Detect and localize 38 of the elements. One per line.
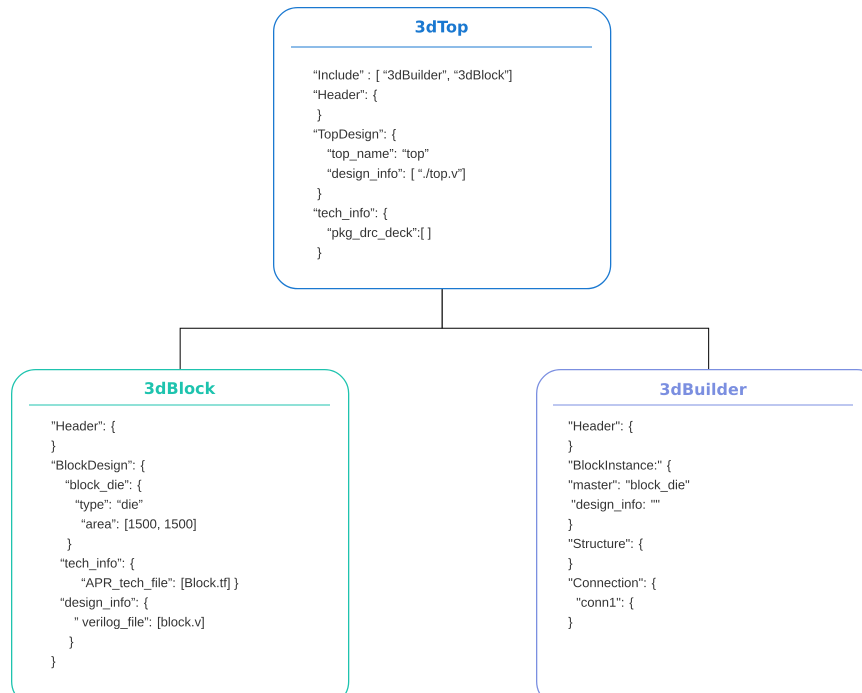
code-line: “tech_info”: { [314,208,388,220]
code-line: "master": "block_die" [568,480,690,492]
code-line: "Connection": { [568,578,656,590]
code-line: “design_info”: [ “./top.v”] [328,168,465,181]
code-line: } [317,247,322,260]
code-line: } [69,636,74,649]
code-line: “tech_info”: { [60,558,134,570]
code-line: “top_name”: “top” [328,148,428,161]
code-line: ”Header”: { [52,420,116,434]
code-line: “pkg_drc_deck”:[ ] [328,228,430,240]
code-line: “area”: [1500, 1500] [82,518,196,532]
code-line: } [317,109,322,122]
card-title: 3dTop [416,20,468,36]
code-line: “Header”: { [314,90,378,102]
code-line: "Header": { [568,420,633,434]
code-line: } [568,440,572,453]
code-line: "conn1": { [576,597,634,610]
code-line: } [568,518,572,532]
code-line: } [568,558,572,570]
code-line: } [51,656,56,668]
code-line: ” verilog_file”: [block.v] [74,616,204,630]
card-title: 3dBuilder [660,382,747,396]
code-line: "design_info: "" [572,499,660,512]
code-line: “block_die”: { [66,480,142,492]
code-line: “type”: “die” [76,499,142,512]
code-line: } [317,188,322,200]
code-line: } [67,538,72,551]
code-line: “APR_tech_file”: [Block.tf] } [82,578,238,590]
code-line: "BlockInstance:" { [568,460,671,472]
code-line: } [568,616,572,630]
code-line: “Include” : [ “3dBuilder”, “3dBlock”] [314,70,512,82]
connector-line [442,288,710,370]
code-line: } [51,440,56,453]
code-line: “BlockDesign”: { [52,460,145,472]
code-line: "Structure": { [568,538,643,551]
code-line: “TopDesign”: { [314,129,396,142]
card-title: 3dBlock [144,382,216,394]
code-line: “design_info”: { [60,597,148,610]
